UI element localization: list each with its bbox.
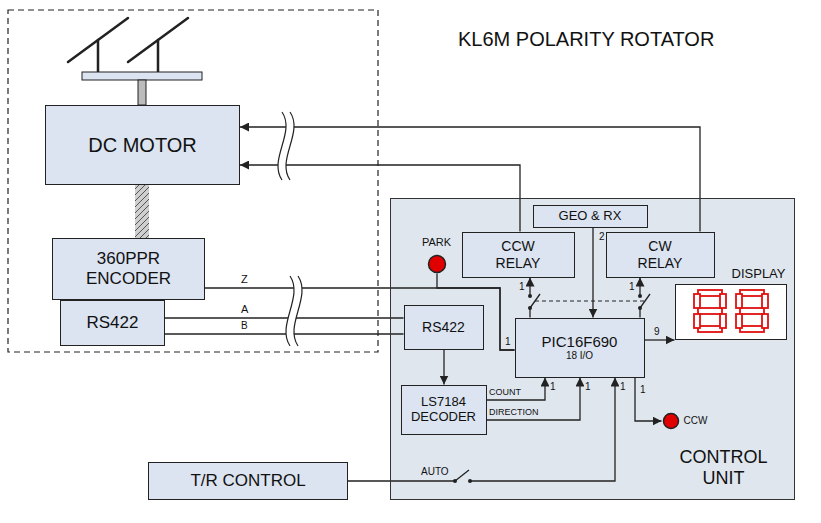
wire-label: COUNT (488, 387, 522, 397)
cable-break (286, 276, 294, 346)
signal-wire (487, 378, 581, 421)
seven-segment-display: DISPLAY (675, 284, 787, 340)
node-text: RS422 (87, 313, 139, 333)
relay-linkage (535, 301, 645, 302)
wire-label: 1 (639, 384, 647, 396)
relay-box: CCW RELAY (462, 232, 575, 278)
signal-wire (635, 378, 662, 422)
antenna-mast (157, 40, 160, 72)
node-text: PIC16F690 (542, 333, 618, 350)
antenna-array (68, 18, 188, 72)
display-segment (698, 290, 722, 296)
wire-label: DIRECTION (488, 407, 540, 417)
cable-break (294, 276, 302, 346)
wire-label: 9 (653, 326, 661, 338)
node-text: CCW (684, 415, 708, 427)
led-lamp (427, 254, 447, 274)
node-text: CW RELAY (625, 238, 695, 270)
diagram-title: KL6M POLARITY ROTATOR (458, 28, 714, 51)
switch-contact (468, 479, 472, 483)
led-lamp (428, 255, 445, 272)
panel-fill (390, 198, 795, 500)
display-segment (720, 294, 726, 308)
cable-break (278, 112, 286, 180)
seven-segment-digits (676, 285, 785, 338)
wire-label: B (240, 320, 249, 332)
node-text: 18 I/O (566, 350, 593, 362)
line-receiver-box: RS422 (404, 305, 484, 350)
relay-box: CW RELAY (606, 232, 715, 278)
cable-break (278, 112, 294, 180)
led-lamp (663, 413, 678, 428)
wire-label: 2 (598, 231, 606, 243)
microcontroller-box: PIC16F69018 I/O (515, 318, 645, 378)
node-text: CONTROL UNIT (676, 447, 771, 488)
rotator-mast (138, 80, 146, 105)
node-text: 360PPR ENCODER (66, 249, 191, 288)
node-text: RS422 (422, 319, 465, 335)
wire-label: AUTO (420, 466, 450, 478)
line-driver-box: RS422 (60, 300, 165, 346)
signal-wire (348, 378, 615, 482)
display-segment (736, 294, 742, 308)
signal-wire (645, 339, 675, 340)
display-segment (720, 314, 726, 328)
signal-wire (240, 127, 700, 232)
wire-label: 1 (518, 281, 526, 293)
led-lamp (662, 412, 680, 430)
antenna-mast (97, 40, 100, 72)
signal-wire (487, 378, 546, 401)
pin-count: 1 (504, 336, 512, 348)
signal-wire (592, 228, 593, 318)
node-text: T/R CONTROL (190, 471, 305, 491)
tr-control-box: T/R CONTROL (148, 462, 348, 500)
cable-break (286, 276, 302, 346)
control-unit-panel: CONTROL UNIT GEO & RX PARK CCW RELAY CW RELA… (390, 198, 795, 500)
display-segment (698, 308, 722, 314)
input-box: GEO & RX (533, 205, 648, 228)
switch-contact (528, 294, 532, 298)
switch-contact (638, 294, 642, 298)
wire-label: 1 (628, 281, 636, 293)
display-segment (694, 294, 700, 308)
node-text: DC MOTOR (88, 134, 197, 157)
motor-shaft (135, 185, 149, 238)
ccw-led: CCW (662, 410, 712, 432)
signal-wire (205, 288, 515, 350)
node-text: PARK (422, 236, 451, 249)
display-segment (740, 290, 764, 296)
decoder-box: LS7184 DECODER (401, 385, 487, 435)
node-text: GEO & RX (559, 209, 622, 224)
display-segment (762, 314, 768, 328)
wire-label: A (240, 303, 249, 316)
pin-count: 1 (584, 381, 592, 393)
antenna-plate (82, 72, 202, 80)
display-segment (698, 326, 722, 332)
housing-outline (8, 10, 378, 352)
motor-box: DC MOTOR (45, 105, 240, 185)
display-segment (694, 314, 700, 328)
switch-lever (455, 470, 469, 481)
pin-count: 1 (619, 381, 627, 393)
wire-label: Z (240, 273, 249, 286)
signal-wire (165, 317, 404, 318)
switch-symbols (278, 112, 650, 483)
encoder-box: 360PPR ENCODER (52, 238, 205, 300)
display-segment (762, 294, 768, 308)
display-segment (740, 308, 764, 314)
signal-wire (443, 350, 444, 385)
signal-wire (165, 333, 404, 334)
node-text: CCW RELAY (483, 238, 553, 270)
node-text: DISPLAY (732, 267, 786, 282)
display-segment (736, 314, 742, 328)
park-led: PARK (417, 236, 457, 274)
display-segment (740, 326, 764, 332)
pin-count: 1 (549, 381, 557, 393)
cable-break (286, 112, 294, 180)
node-text: LS7184 DECODER (408, 395, 480, 425)
